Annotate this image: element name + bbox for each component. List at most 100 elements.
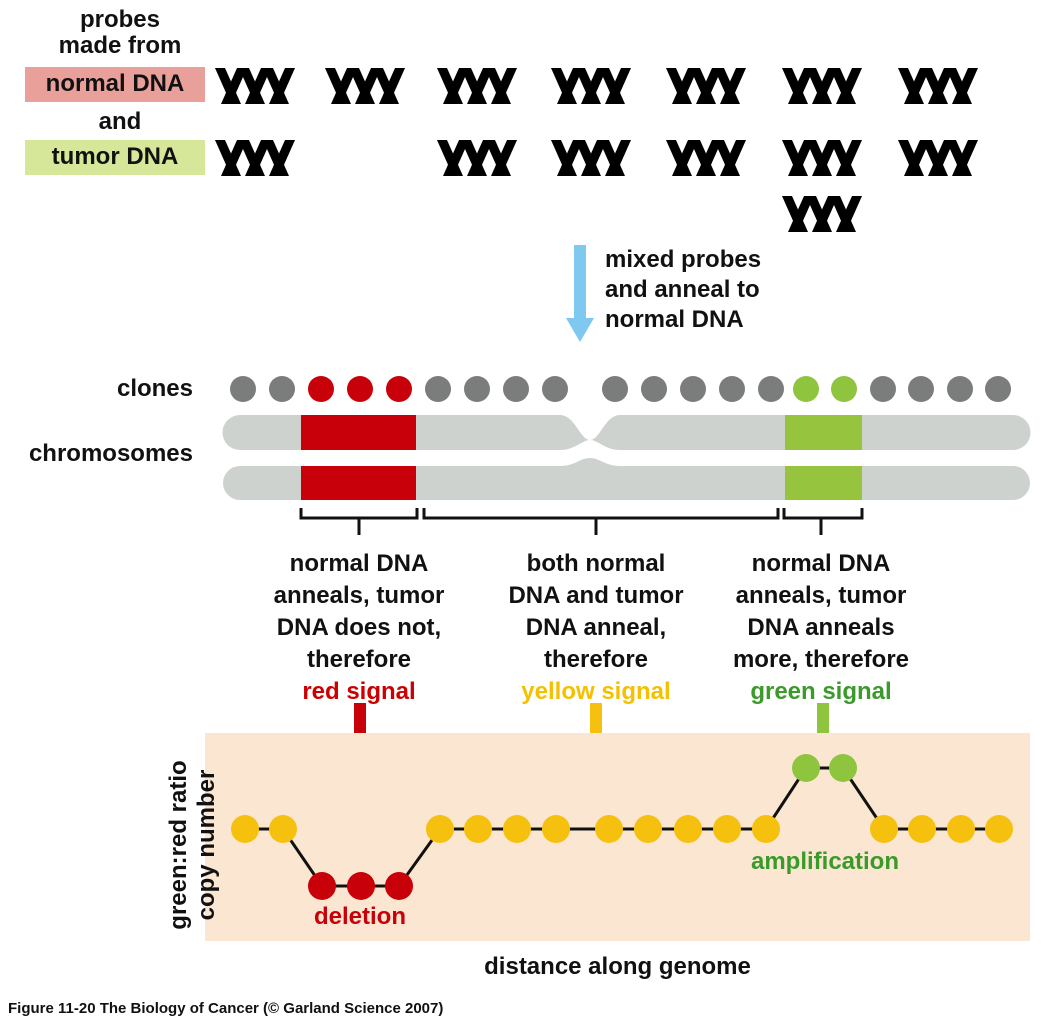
normal-dna-label: normal DNA bbox=[45, 70, 185, 97]
clones-label: clones bbox=[116, 375, 193, 402]
data-point bbox=[542, 815, 570, 843]
mix-step-line: and anneal to bbox=[605, 276, 760, 303]
data-point bbox=[870, 815, 898, 843]
tumor-dna-probe-icon bbox=[551, 140, 631, 176]
data-point bbox=[908, 815, 936, 843]
red-signal-label: red signal bbox=[302, 678, 416, 705]
amplification-band bbox=[785, 466, 862, 500]
data-point bbox=[713, 815, 741, 843]
data-point bbox=[464, 815, 492, 843]
data-point bbox=[385, 872, 413, 900]
clone-dot bbox=[464, 376, 490, 402]
annotation-amplification: normal DNA anneals, tumor DNA anneals mo… bbox=[721, 548, 921, 708]
tumor-dna-probe-icon bbox=[437, 140, 517, 176]
deletion-band bbox=[301, 466, 416, 500]
tumor-dna-probe-icon bbox=[666, 140, 746, 176]
data-point bbox=[829, 754, 857, 782]
clone-dot bbox=[602, 376, 628, 402]
yellow-signal-label: yellow signal bbox=[521, 678, 671, 705]
amplification-band bbox=[785, 415, 862, 450]
annotation-line: therefore bbox=[543, 646, 649, 673]
clone-dot bbox=[680, 376, 706, 402]
annotation-line: both normal bbox=[526, 550, 666, 577]
data-point bbox=[308, 872, 336, 900]
annotation-line: normal DNA bbox=[289, 550, 429, 577]
annotation-line: normal DNA bbox=[751, 550, 891, 577]
region-brackets bbox=[299, 508, 864, 535]
annotation-line: DNA and tumor bbox=[508, 582, 684, 609]
data-point bbox=[985, 815, 1013, 843]
clone-dot bbox=[269, 376, 295, 402]
annotation-deletion: normal DNA anneals, tumor DNA does not, … bbox=[259, 548, 459, 708]
annotation-line: more, therefore bbox=[732, 646, 910, 673]
chromosomes-label: chromosomes bbox=[28, 440, 193, 467]
deletion-band bbox=[301, 415, 416, 450]
tumor-dna-probe-icon bbox=[215, 140, 295, 176]
clone-dot-green bbox=[793, 376, 819, 402]
clone-dot-red bbox=[308, 376, 334, 402]
tumor-dna-probe-icon bbox=[782, 196, 862, 232]
clone-dot bbox=[870, 376, 896, 402]
normal-dna-box bbox=[25, 67, 205, 102]
y-axis-label-line: green:red ratio bbox=[165, 760, 192, 930]
clone-dot bbox=[425, 376, 451, 402]
data-point bbox=[503, 815, 531, 843]
data-point bbox=[674, 815, 702, 843]
data-point bbox=[634, 815, 662, 843]
annotation-line: DNA anneal, bbox=[525, 614, 667, 641]
probe-helices bbox=[215, 68, 978, 232]
data-point bbox=[947, 815, 975, 843]
probes-heading-1: probes bbox=[79, 6, 160, 33]
annotation-line: DNA anneals bbox=[747, 614, 895, 641]
deletion-label: deletion bbox=[313, 903, 406, 930]
clone-dot bbox=[719, 376, 745, 402]
amplification-label: amplification bbox=[750, 848, 900, 875]
normal-dna-probe-icon bbox=[437, 68, 517, 104]
clone-dot bbox=[542, 376, 568, 402]
annotation-line: anneals, tumor bbox=[735, 582, 907, 609]
normal-dna-probe-icon bbox=[551, 68, 631, 104]
data-point bbox=[426, 815, 454, 843]
annotation-line: DNA does not, bbox=[276, 614, 442, 641]
clone-dot bbox=[503, 376, 529, 402]
normal-dna-probe-icon bbox=[325, 68, 405, 104]
clone-dot-green bbox=[831, 376, 857, 402]
probes-heading-2: made from bbox=[58, 32, 182, 59]
x-axis-label: distance along genome bbox=[484, 953, 751, 980]
tumor-dna-probe-icon bbox=[898, 140, 978, 176]
data-point bbox=[792, 754, 820, 782]
data-point bbox=[752, 815, 780, 843]
clone-dot-red bbox=[347, 376, 373, 402]
tumor-dna-probe-icon bbox=[782, 140, 862, 176]
mix-step-line: mixed probes bbox=[605, 246, 762, 273]
annotation-normal: both normal DNA and tumor DNA anneal, th… bbox=[496, 548, 696, 708]
annotation-line: anneals, tumor bbox=[273, 582, 445, 609]
data-point bbox=[595, 815, 623, 843]
normal-dna-probe-icon bbox=[666, 68, 746, 104]
clone-dot bbox=[985, 376, 1011, 402]
chromosome-pair bbox=[222, 415, 1031, 500]
data-point bbox=[347, 872, 375, 900]
figure-caption: Figure 11-20 The Biology of Cancer (© Ga… bbox=[8, 1000, 444, 1017]
clone-dot bbox=[908, 376, 934, 402]
mix-step-line: normal DNA bbox=[605, 306, 744, 333]
tumor-dna-box bbox=[25, 140, 205, 175]
clone-dot bbox=[758, 376, 784, 402]
clone-dot bbox=[947, 376, 973, 402]
tumor-dna-label: tumor DNA bbox=[51, 143, 179, 170]
clones-row bbox=[230, 376, 1011, 402]
clone-dot bbox=[641, 376, 667, 402]
copy-number-plot bbox=[231, 754, 1013, 900]
down-arrow-icon bbox=[566, 245, 594, 342]
data-point bbox=[231, 815, 259, 843]
normal-dna-probe-icon bbox=[898, 68, 978, 104]
normal-dna-probe-icon bbox=[215, 68, 295, 104]
clone-dot bbox=[230, 376, 256, 402]
data-point bbox=[269, 815, 297, 843]
green-signal-label: green signal bbox=[750, 678, 892, 705]
normal-dna-probe-icon bbox=[782, 68, 862, 104]
y-axis-label-line: copy number bbox=[193, 769, 220, 921]
and-label: and bbox=[98, 108, 142, 135]
